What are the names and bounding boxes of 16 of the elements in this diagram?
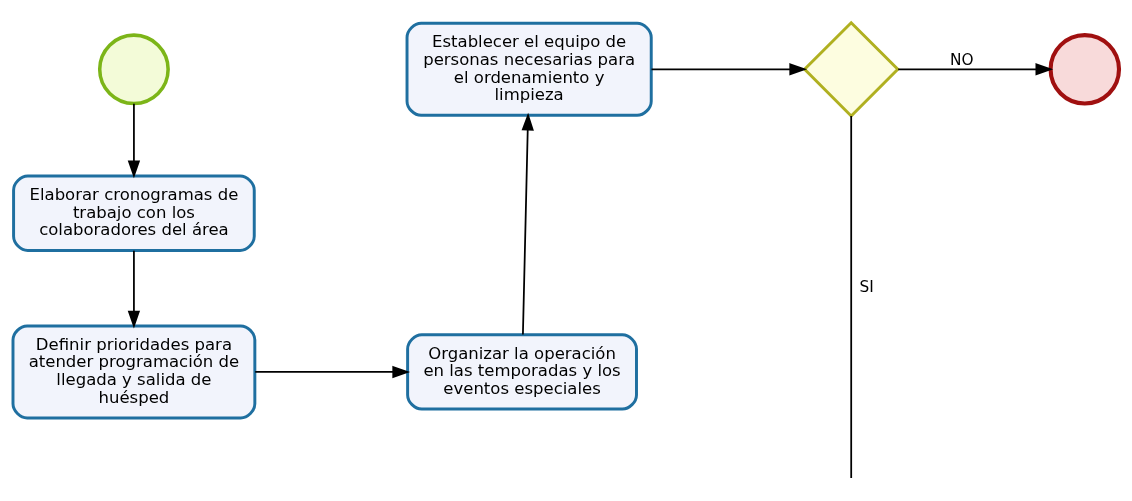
node-box: Establecer el equipo de personas necesarias para el ordenamiento y limpieza (405, 21, 653, 117)
edge-label: NO (950, 50, 974, 69)
node-circle (97, 32, 170, 105)
node-circle (1048, 32, 1122, 106)
arrow (897, 62, 1054, 75)
node-diamond (802, 20, 900, 118)
edge-label: SI (859, 277, 874, 296)
arrow (650, 62, 808, 75)
node-box: Organizar la operación en las temporadas y los eventos especiales (406, 332, 638, 411)
connector (850, 114, 853, 479)
arrow (254, 365, 411, 378)
node-box: Elaborar cronogramas de trabajo con los colaboradores del área (12, 174, 256, 252)
arrow (521, 112, 534, 335)
node-box: Definir prioridades para atender programación de llegada y salida de huésped (11, 323, 257, 419)
arrow (127, 102, 141, 178)
arrow (127, 249, 141, 328)
